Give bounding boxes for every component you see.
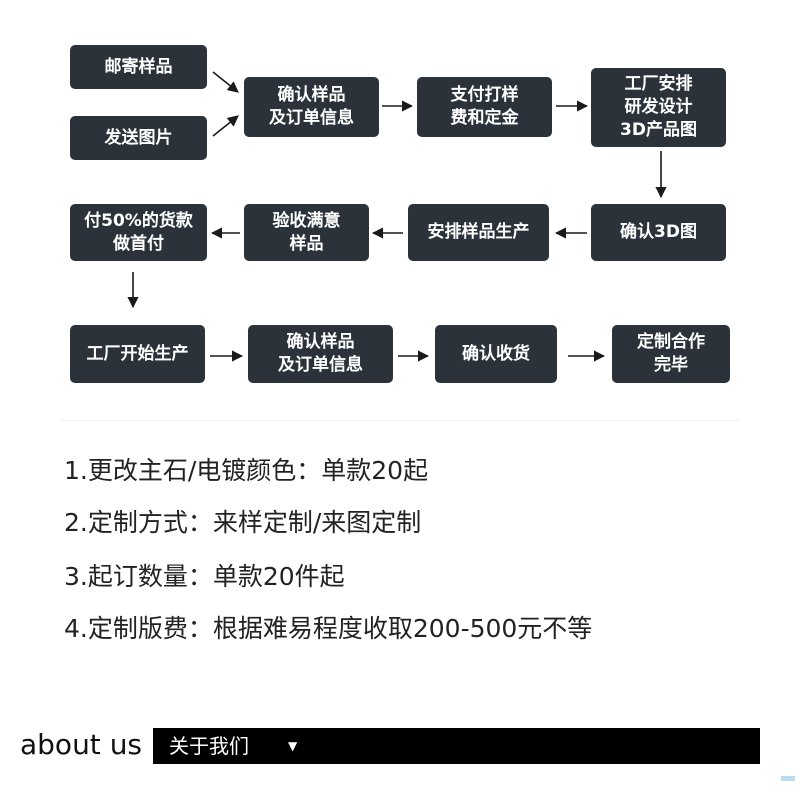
corner-mark bbox=[781, 776, 795, 781]
section-divider bbox=[60, 420, 740, 421]
about-us-bar[interactable]: 关于我们 ▼ bbox=[153, 728, 760, 764]
flow-node-factory-production: 工厂开始生产 bbox=[70, 325, 205, 383]
flow-node-confirm-sample-order-first: 确认样品 及订单信息 bbox=[244, 77, 379, 137]
flow-node-factory-design: 工厂安排 研发设计 3D产品图 bbox=[591, 68, 726, 147]
arrow-image-to-confirm bbox=[212, 115, 239, 137]
note-item-2: 2.定制方式：来样定制/来图定制 bbox=[64, 508, 422, 537]
about-us-label: about us bbox=[20, 728, 143, 761]
flow-node-pay-fee-deposit: 支付打样 费和定金 bbox=[417, 77, 552, 137]
about-us-cn-label: 关于我们 bbox=[169, 734, 249, 758]
note-item-1: 1.更改主石/电镀颜色：单款20起 bbox=[64, 456, 429, 485]
flow-node-send-image: 发送图片 bbox=[70, 116, 207, 160]
note-item-3: 3.起订数量：单款20件起 bbox=[64, 562, 345, 591]
flow-node-pay-50-percent: 付50%的货款 做首付 bbox=[70, 204, 207, 261]
flow-node-mail-sample: 邮寄样品 bbox=[70, 45, 207, 89]
flow-node-confirm-3d: 确认3D图 bbox=[591, 204, 726, 261]
flow-node-confirm-receipt: 确认收货 bbox=[435, 325, 557, 383]
flow-node-arrange-sample: 安排样品生产 bbox=[408, 204, 549, 261]
caret-down-icon: ▼ bbox=[288, 739, 298, 753]
arrow-mail-to-confirm bbox=[212, 71, 239, 93]
flow-node-complete: 定制合作 完毕 bbox=[612, 325, 730, 383]
note-item-4: 4.定制版费：根据难易程度收取200-500元不等 bbox=[64, 614, 593, 643]
flow-node-accept-sample: 验收满意 样品 bbox=[244, 204, 369, 261]
flow-node-confirm-sample-order-second: 确认样品 及订单信息 bbox=[248, 325, 393, 383]
